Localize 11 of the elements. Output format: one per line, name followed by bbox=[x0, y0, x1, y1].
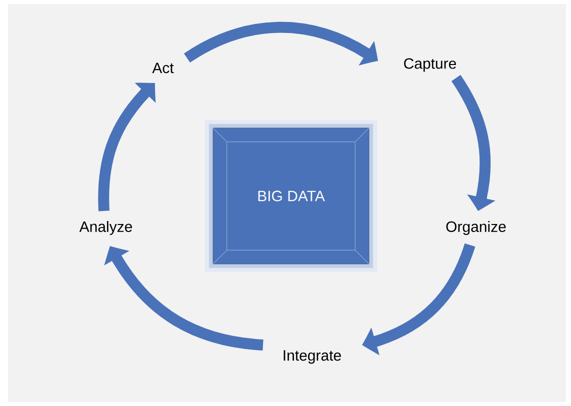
center-box: BIG DATA bbox=[205, 120, 377, 272]
curved-arrow bbox=[184, 22, 378, 64]
stage-label: Organize bbox=[446, 221, 506, 235]
stage-label: Capture bbox=[404, 58, 456, 72]
stage-label: Act bbox=[152, 62, 174, 74]
stage-label: Integrate bbox=[284, 350, 341, 364]
stage-label: Analyze bbox=[79, 221, 132, 235]
curved-arrow bbox=[362, 243, 476, 354]
curved-arrow bbox=[98, 82, 156, 212]
curved-arrow bbox=[105, 246, 264, 350]
curved-arrow bbox=[451, 75, 493, 210]
